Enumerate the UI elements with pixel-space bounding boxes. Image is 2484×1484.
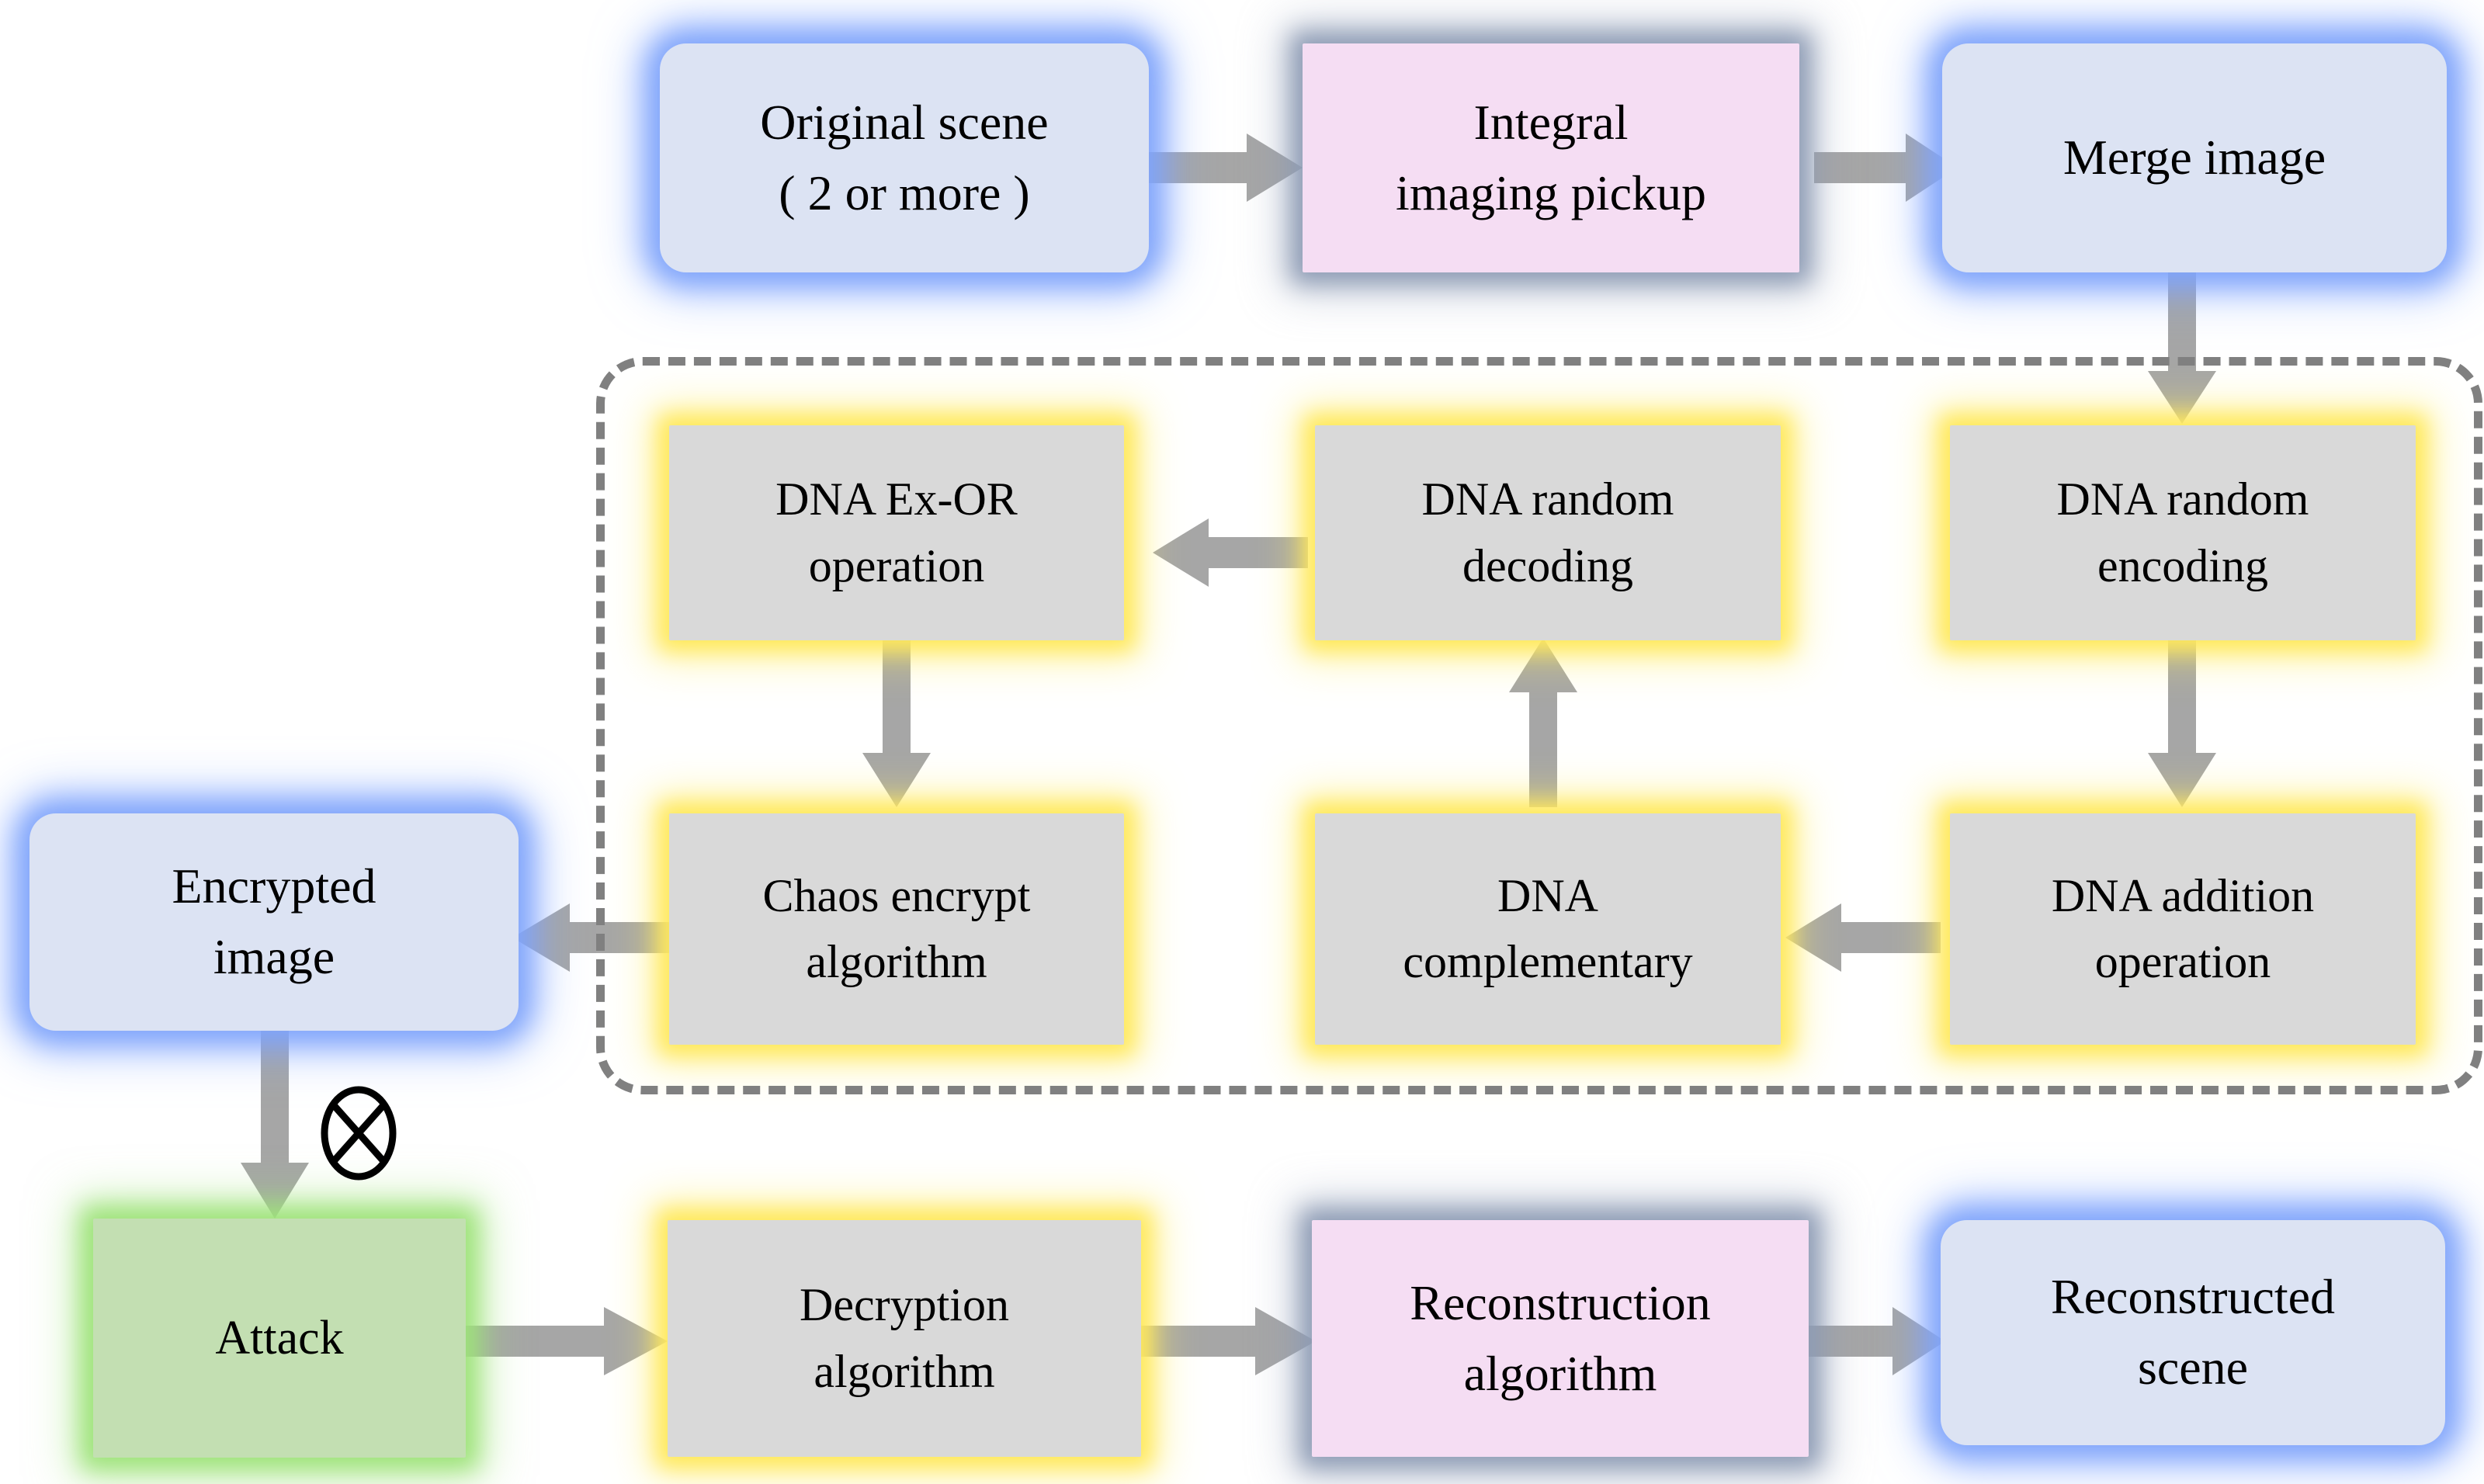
node-dna-ex-or-operation-label: DNA Ex-OR operation (775, 473, 1018, 591)
node-reconstructed-scene-label: Reconstructed scene (2050, 1269, 2336, 1395)
node-original-scene[interactable]: Original scene ( 2 or more ) (660, 43, 1149, 272)
node-original-scene-label: Original scene ( 2 or more ) (760, 94, 1049, 220)
node-dna-random-encoding[interactable]: DNA random encoding (1950, 425, 2416, 640)
node-dna-complementary[interactable]: DNA complementary (1315, 813, 1781, 1045)
node-reconstruction-algorithm-label: Reconstruction algorithm (1410, 1274, 1711, 1401)
arrow-pickup-to-merge (1814, 130, 1958, 205)
arrow-merge-to-encoding (2145, 261, 2219, 424)
node-attack[interactable]: Attack (93, 1219, 466, 1458)
node-attack-label: Attack (215, 1311, 344, 1364)
node-dna-addition-operation-label: DNA addition operation (2051, 869, 2315, 987)
arrow-reconstruction-to-scene (1802, 1304, 1945, 1378)
node-dna-complementary-label: DNA complementary (1403, 869, 1693, 987)
node-chaos-encrypt-algorithm-label: Chaos encrypt algorithm (762, 869, 1031, 987)
arrow-encoding-to-addition (2145, 638, 2219, 807)
node-dna-random-encoding-label: DNA random encoding (2056, 473, 2309, 591)
node-dna-ex-or-operation[interactable]: DNA Ex-OR operation (669, 425, 1124, 640)
node-dna-random-decoding[interactable]: DNA random decoding (1315, 425, 1781, 640)
arrow-original-to-pickup (1147, 130, 1303, 205)
node-decryption-algorithm[interactable]: Decryption algorithm (668, 1220, 1141, 1457)
node-encrypted-image-label: Encrypted image (172, 858, 376, 984)
node-integral-imaging-pickup[interactable]: Integral imaging pickup (1303, 43, 1799, 272)
arrow-decryption-to-reconstruction (1137, 1304, 1316, 1378)
arrow-complementary-to-decoding (1506, 638, 1580, 807)
node-reconstructed-scene[interactable]: Reconstructed scene (1941, 1220, 2445, 1445)
arrow-addition-to-complementary (1785, 900, 1941, 975)
node-merge-image[interactable]: Merge image (1942, 43, 2447, 272)
node-dna-random-decoding-label: DNA random decoding (1421, 473, 1674, 591)
arrow-chaos-to-encrypted (512, 900, 671, 975)
node-reconstruction-algorithm[interactable]: Reconstruction algorithm (1312, 1220, 1809, 1457)
node-decryption-algorithm-label: Decryption algorithm (800, 1279, 1009, 1397)
arrow-encrypted-to-attack (241, 1025, 315, 1219)
arrow-exor-to-chaos (859, 638, 934, 807)
circled-x-icon (312, 1084, 405, 1183)
node-integral-imaging-pickup-label: Integral imaging pickup (1396, 94, 1706, 220)
node-chaos-encrypt-algorithm[interactable]: Chaos encrypt algorithm (669, 813, 1124, 1045)
arrow-decoding-to-exor (1153, 515, 1308, 590)
node-encrypted-image[interactable]: Encrypted image (29, 813, 519, 1031)
arrow-attack-to-decryption (464, 1304, 668, 1378)
node-dna-addition-operation[interactable]: DNA addition operation (1950, 813, 2416, 1045)
node-merge-image-label: Merge image (2062, 130, 2326, 186)
